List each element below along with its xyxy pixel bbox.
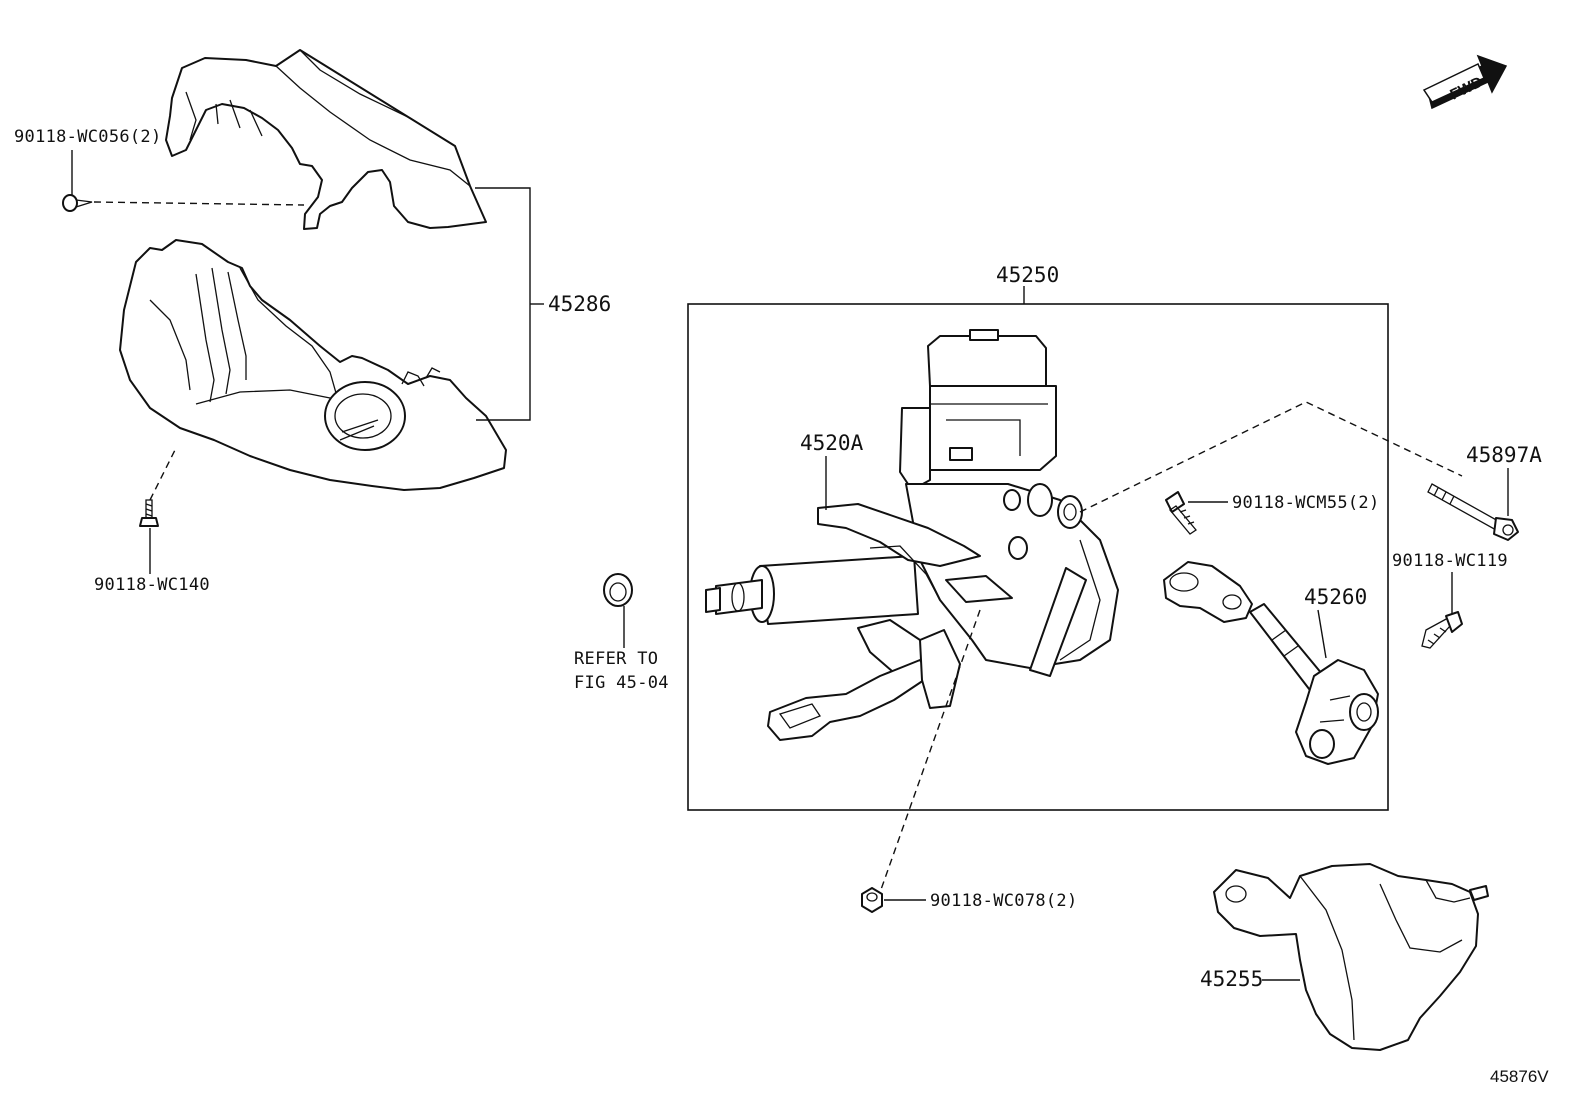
steering-column-assembly	[705, 329, 1119, 741]
callout-45286: 45286	[548, 292, 611, 316]
callout-90118-wc119: 90118-WC119	[1392, 551, 1508, 571]
nut-wc078-dashed-line	[877, 609, 981, 899]
column-hole-cover	[1213, 863, 1489, 1051]
wc056-dashed-line	[93, 201, 305, 206]
nut-refer-fig	[603, 573, 633, 607]
nut-wc078	[861, 887, 883, 913]
fwd-arrow-icon: FWD	[1422, 54, 1508, 110]
wc140-dashed-line	[149, 447, 177, 501]
lower-column-cover	[119, 239, 507, 491]
intermediate-shaft	[1163, 561, 1379, 765]
callout-45260: 45260	[1304, 585, 1367, 609]
callout-45897a: 45897A	[1466, 443, 1542, 467]
bolt-45897a	[1427, 483, 1519, 541]
refer-to-label: REFER TO	[574, 649, 658, 669]
screw-wc056	[62, 194, 93, 212]
callout-90118-wc056: 90118-WC056(2)	[14, 127, 162, 147]
45260-leader	[1317, 609, 1327, 659]
screw-wc140	[139, 499, 159, 527]
assembly-box-frame	[687, 303, 1389, 811]
figure-id: 45876V	[1490, 1067, 1549, 1086]
refer-fig-label: FIG 45-04	[574, 673, 669, 693]
callout-90118-wc140: 90118-WC140	[94, 575, 210, 595]
upper-column-cover	[165, 49, 487, 230]
bolt-wc119	[1421, 611, 1463, 649]
bolt-wcm55	[1165, 491, 1197, 535]
callout-4520a: 4520A	[800, 431, 864, 455]
callout-45255: 45255	[1200, 967, 1263, 991]
callout-90118-wcm55: 90118-WCM55(2)	[1232, 493, 1380, 513]
callout-90118-wc078: 90118-WC078(2)	[930, 891, 1078, 911]
bolt-dashed-line	[1079, 401, 1463, 513]
callout-45250: 45250	[996, 263, 1059, 287]
